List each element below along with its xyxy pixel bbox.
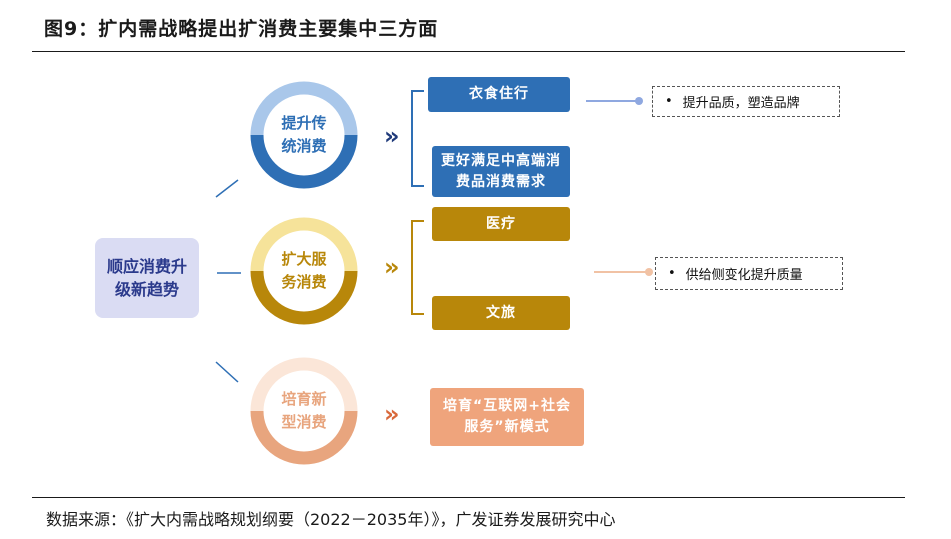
title-divider xyxy=(32,51,905,52)
item-box: 更好满足中高端消费品消费需求 xyxy=(432,146,570,197)
item-box: 文旅 xyxy=(432,296,570,330)
note-text: 供给侧变化提升质量 xyxy=(685,268,803,283)
ring-graphic xyxy=(250,217,358,325)
ring-upgrade-traditional: 提升传统消费 xyxy=(249,80,359,190)
source-divider xyxy=(32,497,905,498)
chevron-right-icon: » xyxy=(384,253,400,281)
connector-line-1 xyxy=(215,179,239,198)
item-box: 衣食住行 xyxy=(428,77,570,112)
note-connector-dot-1 xyxy=(635,97,643,105)
ring-graphic xyxy=(250,357,358,465)
bullet-icon: • xyxy=(668,266,676,281)
item-box: 医疗 xyxy=(432,207,570,241)
note-connector-dot-2 xyxy=(645,268,653,276)
chevron-right-icon: » xyxy=(384,400,400,428)
bullet-icon: • xyxy=(665,94,673,109)
ring-label: 培育新型消费 xyxy=(281,390,327,431)
note-box: • 提升品质，塑造品牌 xyxy=(652,86,840,117)
ring-label: 提升传统消费 xyxy=(281,114,327,155)
chevron-right-icon: » xyxy=(384,122,400,150)
ring-expand-service: 扩大服务消费 xyxy=(249,216,359,326)
figure-title: 图9：扩内需战略提出扩消费主要集中三方面 xyxy=(44,18,439,40)
ring-label: 扩大服务消费 xyxy=(281,250,327,291)
note-box: • 供给侧变化提升质量 xyxy=(655,257,843,290)
connector-line-3 xyxy=(215,361,239,383)
bracket-1 xyxy=(411,90,424,187)
ring-new-consumption: 培育新型消费 xyxy=(249,356,359,466)
note-text: 提升品质，塑造品牌 xyxy=(682,96,800,111)
item-box: 培育“互联网+社会服务”新模式 xyxy=(430,388,584,446)
root-node: 顺应消费升级新趋势 xyxy=(95,238,199,318)
ring-graphic xyxy=(250,81,358,189)
source-note: 数据来源：《扩大内需战略规划纲要（2022－2035年）》，广发证券发展研究中心 xyxy=(46,510,616,529)
bracket-2 xyxy=(411,220,424,315)
